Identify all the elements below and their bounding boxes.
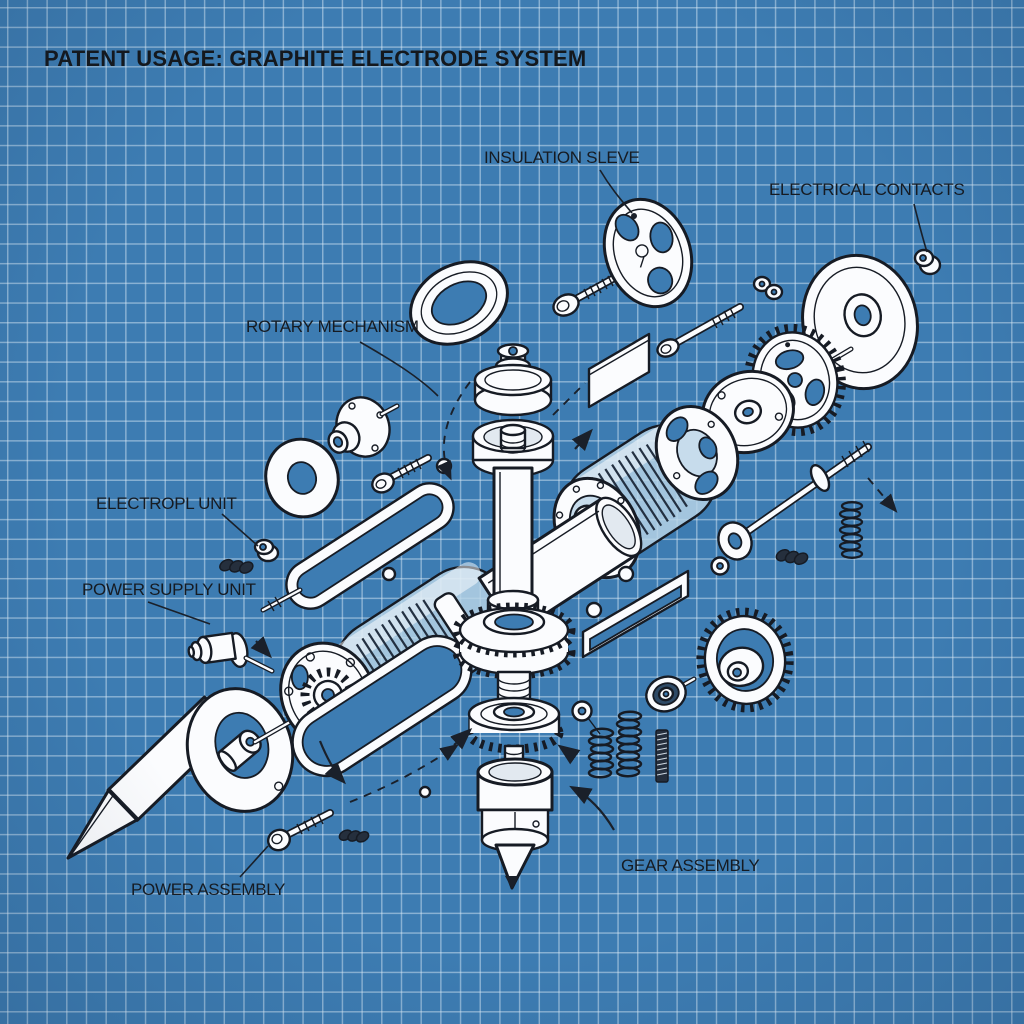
perforated-ring — [654, 404, 740, 502]
contact-nut — [913, 248, 942, 276]
small-hex-nut — [253, 538, 280, 563]
label-electrical-contacts: ELECTRICAL CONTACTS — [769, 180, 965, 199]
coil-spring-right — [838, 501, 864, 559]
hex-nut-pair — [752, 275, 784, 301]
dark-nut-stack — [775, 548, 809, 566]
spoked-gear-bottom — [696, 607, 794, 713]
spindle-column — [486, 466, 540, 628]
assembly-guides — [250, 381, 898, 831]
small-washer-a — [710, 556, 730, 576]
cap-screw-top — [552, 273, 620, 317]
flat-plate-upper — [587, 332, 651, 409]
contact-disc — [801, 253, 919, 391]
machine-screw — [656, 303, 744, 358]
washer-left — [264, 437, 340, 519]
label-electrode-unit: ELECTROPL UNIT — [96, 494, 237, 513]
tiny-coil-pair — [219, 558, 254, 574]
o-ring — [409, 260, 509, 346]
label-rotary-mechanism: ROTARY MECHANISM — [246, 317, 419, 336]
label-insulation-sleeve: INSULATION SLEVE — [484, 148, 640, 167]
label-power-supply-unit: POWER SUPPLY UNIT — [82, 580, 256, 599]
page-title: PATENT USAGE: GRAPHITE ELECTRODE SYSTEM — [44, 46, 586, 71]
power-supply-knob — [187, 631, 275, 674]
coil-spring-a — [587, 727, 615, 779]
tiny-spring-dark — [338, 829, 370, 843]
label-gear-assembly: GEAR ASSEMBLY — [621, 856, 759, 875]
label-leaders — [147, 169, 928, 878]
support-washer-disc — [185, 687, 295, 813]
main-spur-gear — [452, 602, 576, 680]
needle-pin — [260, 587, 303, 613]
coil-spring-b — [615, 710, 643, 778]
grooved-knob — [645, 675, 697, 713]
small-washer-b — [571, 700, 601, 735]
flat-plate-lower — [581, 569, 690, 659]
top-cap-pulley — [473, 343, 553, 417]
cam-rotor-small — [327, 396, 400, 458]
crown-ring-gear — [464, 696, 564, 754]
flat-head-screw — [371, 454, 432, 494]
insulation-sleeve-disc — [602, 197, 694, 309]
base-screw — [266, 809, 334, 852]
electrode-chuck — [476, 757, 554, 890]
threaded-rod-dark — [655, 729, 669, 783]
label-power-assembly: POWER ASSEMBLY — [131, 880, 285, 899]
idler-axle — [717, 440, 872, 561]
